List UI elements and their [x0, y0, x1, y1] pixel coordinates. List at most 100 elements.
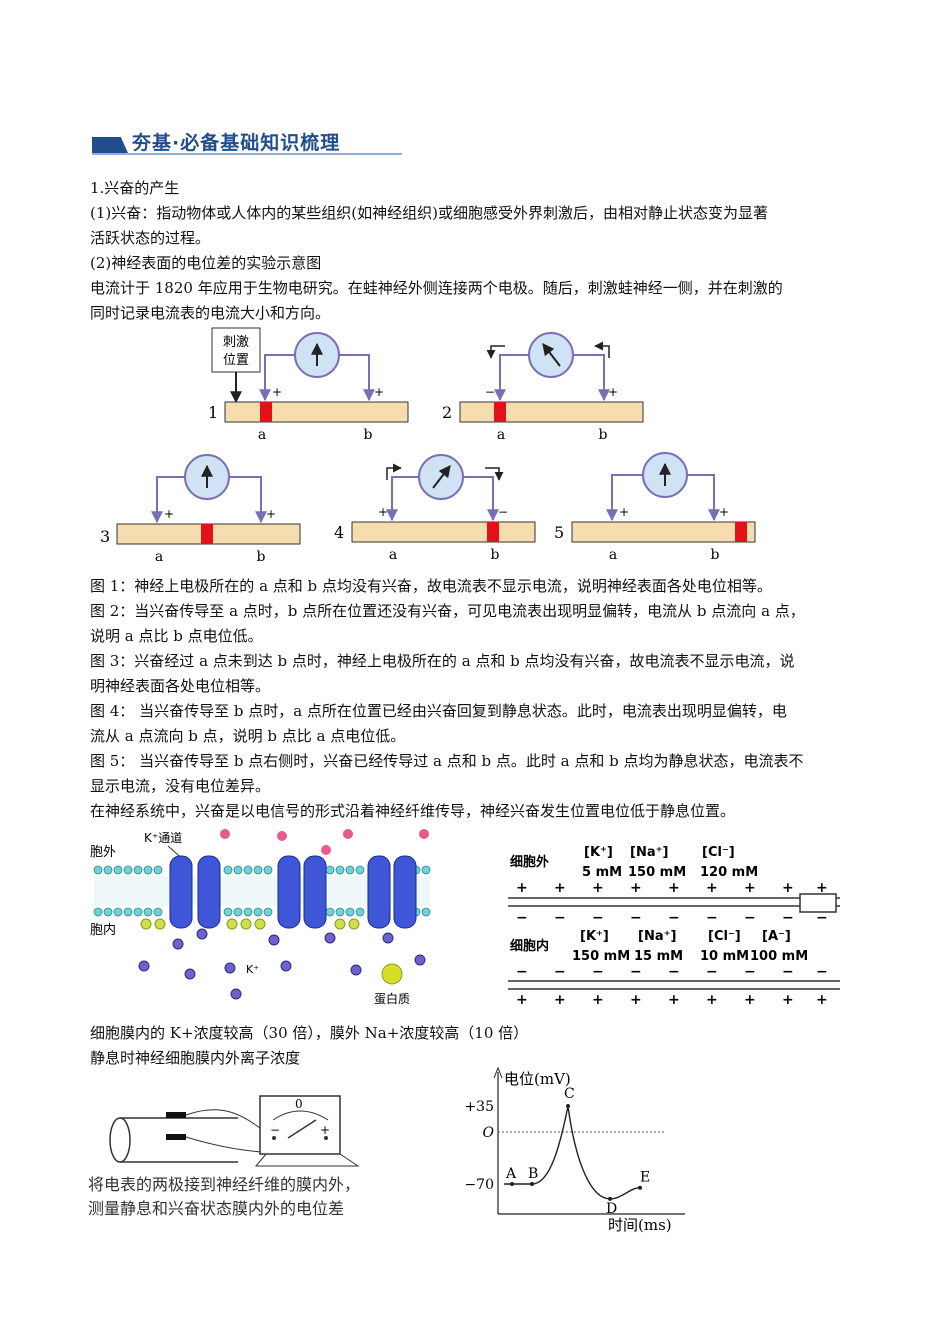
svg-text:+: + — [516, 992, 528, 1006]
svg-text:−: − — [592, 910, 604, 926]
paragraph-line: (2)神经表面的电位差的实验示意图 — [90, 254, 322, 272]
panel-4: 4 + − a b — [334, 454, 536, 563]
svg-text:2: 2 — [442, 403, 452, 422]
svg-text:−: − — [270, 1123, 280, 1137]
svg-text:+: + — [164, 507, 174, 521]
svg-text:3: 3 — [100, 527, 110, 546]
paragraph-line: 静息时神经细胞膜内外离子浓度 — [90, 1049, 301, 1067]
svg-text:+: + — [374, 385, 384, 399]
stimulus-box: 刺激 位置 — [211, 327, 261, 404]
paragraph-line: 图 3：兴奋经过 a 点未到达 b 点时，神经上电极所在的 a 点和 b 点均没… — [90, 652, 795, 670]
svg-text:−: − — [630, 964, 642, 980]
svg-text:−: − — [706, 964, 718, 980]
svg-text:15 mM: 15 mM — [634, 949, 683, 964]
tick-label: −70 — [464, 1177, 494, 1193]
svg-text:+: + — [554, 880, 566, 896]
svg-text:胞内: 胞内 — [90, 922, 116, 938]
potassium-ions — [138, 928, 426, 1000]
paragraph-line: 1.兴奋的产生 — [90, 179, 180, 197]
svg-text:−: − — [668, 964, 680, 980]
svg-text:+: + — [816, 992, 828, 1006]
tick-label: +35 — [464, 1099, 494, 1115]
svg-text:[Na⁺]: [Na⁺] — [638, 929, 676, 944]
point-label-B: B — [528, 1166, 538, 1182]
svg-text:−: − — [816, 910, 828, 926]
svg-text:−: − — [706, 910, 718, 926]
paragraph-line: 图 1：神经上电极所在的 a 点和 b 点均没有兴奋，故电流表不显示电流，说明神… — [90, 577, 772, 595]
svg-text:−: − — [782, 964, 794, 980]
svg-text:0: 0 — [295, 1097, 303, 1111]
svg-text:细胞内: 细胞内 — [510, 938, 549, 954]
paragraph-line: 显示电流，没有电位差异。 — [90, 777, 271, 795]
svg-text:+: + — [782, 992, 794, 1006]
paragraph-line: (1)兴奋：指动物体或人体内的某些组织(如神经组织)或细胞感受外界刺激后，由相对… — [90, 204, 768, 222]
svg-text:+: + — [782, 880, 794, 896]
svg-text:+: + — [592, 880, 604, 896]
svg-text:5 mM: 5 mM — [582, 865, 622, 880]
svg-text:+: + — [744, 992, 756, 1006]
heading-underline — [92, 153, 402, 155]
svg-text:+: + — [516, 880, 528, 896]
svg-text:b: b — [599, 427, 608, 443]
svg-text:测量静息和兴奋状态膜内外的电位差: 测量静息和兴奋状态膜内外的电位差 — [88, 1199, 344, 1218]
potential-curve — [504, 1105, 641, 1200]
svg-text:[Na⁺]: [Na⁺] — [630, 845, 668, 860]
panel-1: 1 + + a b — [208, 332, 409, 443]
svg-text:150 mM: 150 mM — [572, 949, 630, 964]
svg-text:−: − — [516, 964, 528, 980]
svg-text:+: + — [619, 505, 629, 519]
svg-text:位置: 位置 — [223, 353, 249, 368]
paragraph-line: 同时记录电流表的电流大小和方向。 — [90, 304, 331, 322]
svg-text:+: + — [668, 880, 680, 896]
svg-text:−: − — [498, 505, 508, 519]
svg-text:−: − — [516, 910, 528, 926]
svg-text:4: 4 — [334, 523, 344, 542]
svg-text:a: a — [389, 547, 397, 563]
svg-text:b: b — [711, 547, 720, 563]
svg-text:蛋白质: 蛋白质 — [374, 991, 410, 1006]
svg-text:1: 1 — [208, 403, 218, 422]
svg-text:将电表的两极接到神经纤维的膜内外，: 将电表的两极接到神经纤维的膜内外， — [88, 1175, 360, 1194]
svg-text:+: + — [378, 505, 388, 519]
paragraph-line: 图 4： 当兴奋传导至 b 点时，a 点所在位置已经由兴奋回复到静息状态。此时，… — [90, 702, 787, 720]
svg-text:10 mM: 10 mM — [700, 949, 749, 964]
svg-text:胞外: 胞外 — [90, 845, 116, 860]
svg-text:−: − — [630, 910, 642, 926]
data-point-B — [530, 1182, 534, 1186]
point-label-D: D — [606, 1201, 617, 1217]
svg-text:+: + — [744, 880, 756, 896]
paragraph-line: 流从 a 点流向 b 点，说明 b 点比 a 点电位低。 — [90, 727, 406, 745]
membrane-channel-diagram: 胞外 胞内 K⁺通道 K⁺ 蛋白质 — [90, 829, 431, 1006]
svg-text:细胞外: 细胞外 — [510, 854, 549, 870]
svg-text:b: b — [257, 549, 266, 565]
svg-text:刺激: 刺激 — [223, 335, 249, 350]
y-axis-label: 电位(mV) — [504, 1070, 571, 1088]
svg-text:−: − — [592, 964, 604, 980]
panel-5: 5 + + a b — [554, 452, 756, 563]
svg-text:b: b — [364, 427, 373, 443]
svg-text:−: − — [668, 910, 680, 926]
svg-text:120 mM: 120 mM — [700, 865, 758, 880]
svg-text:+: + — [668, 992, 680, 1006]
svg-text:−: − — [554, 910, 566, 926]
svg-text:−: − — [485, 385, 495, 399]
svg-text:+: + — [608, 385, 618, 399]
svg-text:+: + — [630, 880, 642, 896]
tick-label: O — [483, 1125, 495, 1141]
svg-text:150 mM: 150 mM — [628, 865, 686, 880]
svg-text:[K⁺]: [K⁺] — [580, 929, 609, 944]
heading-marker — [92, 137, 128, 153]
svg-text:[A⁻]: [A⁻] — [762, 929, 791, 944]
svg-text:+: + — [592, 992, 604, 1006]
point-label-E: E — [640, 1170, 650, 1186]
meter-diagram: 0 −+ 将电表的两极接到神经纤维的膜内外， 测量静息和兴奋状态膜内外的电位差 — [88, 1095, 360, 1218]
svg-text:a: a — [155, 549, 163, 565]
paragraph-line: 明神经表面各处电位相等。 — [90, 677, 271, 695]
svg-text:−: − — [554, 964, 566, 980]
svg-text:100 mM: 100 mM — [750, 949, 808, 964]
panel-3: 3 + + a b — [100, 454, 301, 565]
data-point-D — [608, 1196, 612, 1201]
svg-text:a: a — [609, 547, 617, 563]
paragraph-line: 细胞膜内的 K+浓度较高（30 倍），膜外 Na+浓度较高（10 倍） — [90, 1024, 529, 1042]
